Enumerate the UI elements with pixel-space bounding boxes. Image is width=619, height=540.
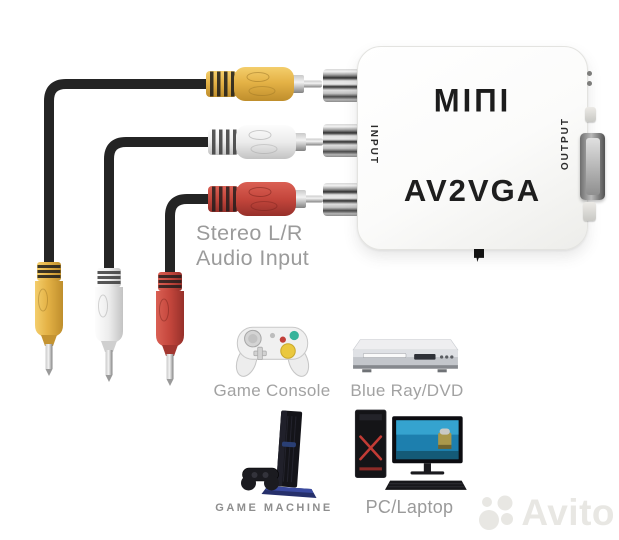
cable-wires [44,79,215,280]
desktop-pc-label: PC/Laptop [365,497,454,517]
rca-input-jacks [323,69,360,216]
screw-top [585,107,596,122]
av2vga-converter-box: MIΠI AV2VGA INPUT OUTPUT [357,46,588,250]
avito-logo-dots [479,495,514,530]
input-label: INPUT [368,125,379,165]
desktop-pc-icon [350,406,468,498]
avito-watermark-text: Avito [521,491,615,533]
yellow-rca-plug-bottom [35,262,63,376]
dvd-player-label: Blue Ray/DVD [350,381,464,400]
caption-line-1: Stereo L/R [196,221,303,245]
vent-dot [587,81,592,86]
vga-output-port [580,133,605,200]
reset-switch [474,249,484,262]
game-console-icon [225,320,320,380]
dvd-player-icon [350,330,462,380]
white-rca-plug [208,125,323,159]
red-rca-plug [208,182,323,216]
white-rca-plug-bottom [95,268,123,382]
mini-logo: MIΠI [433,82,512,119]
vent-dot [587,71,592,76]
output-label: OUTPUT [560,117,571,171]
screw-bottom [583,202,596,221]
model-name: AV2VGA [403,173,542,208]
caption-line-2: Audio Input [196,246,310,271]
red-rca-plug-bottom [156,272,184,386]
game-console-label: Game Console [213,381,331,400]
avito-watermark: Avito [476,490,615,534]
stereo-audio-caption: Stereo L/R Audio Input [196,221,309,272]
game-machine-label: GAME MACHINE [215,502,333,514]
game-machine-icon [228,406,320,501]
yellow-rca-plug [206,67,322,101]
